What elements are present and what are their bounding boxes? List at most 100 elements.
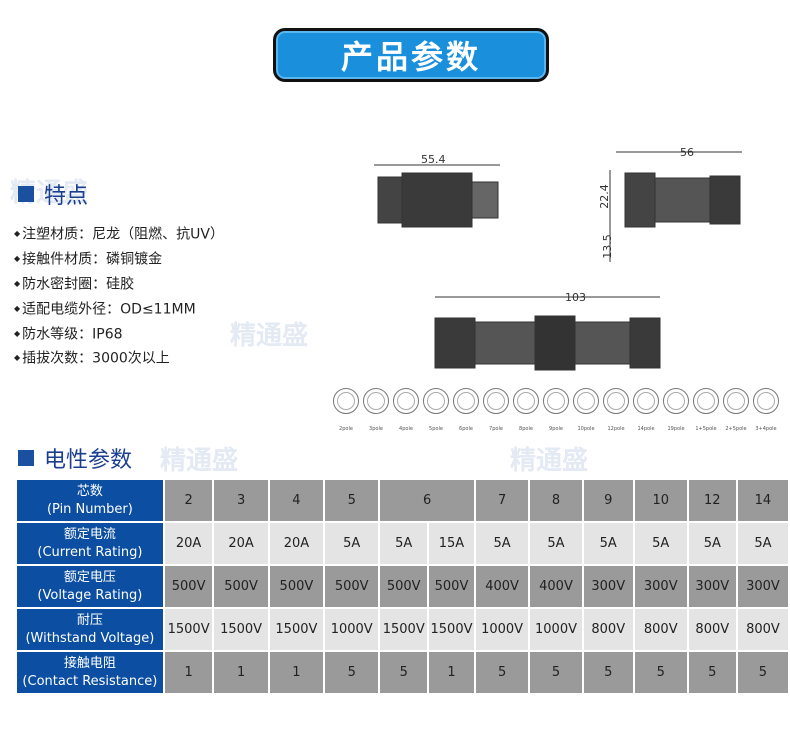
table-cell: 300V	[581, 564, 635, 609]
pin-layout-label: 4pole	[399, 426, 413, 432]
connector-drawings	[374, 151, 742, 371]
pin-layout: 3+4pole	[752, 388, 780, 432]
pin-face-icon	[753, 388, 779, 414]
pin-layout-label: 3pole	[369, 426, 383, 432]
dim-total-length: 103	[565, 291, 586, 304]
pin-layout: 5pole	[422, 388, 450, 432]
pin-face-icon	[423, 388, 449, 414]
watermark: 精通盛	[230, 321, 309, 351]
pin-layout: 19pole	[662, 388, 690, 432]
table-cell: 8	[528, 478, 584, 523]
table-cell: 4	[267, 478, 326, 523]
pin-layout-label: 10pole	[577, 426, 595, 432]
table-cell: 5A	[686, 521, 738, 566]
row-label-cn: 额定电流	[63, 526, 116, 542]
pin-face-icon	[663, 388, 689, 414]
feature-item: 适配电缆外径：OD≤11MM	[14, 297, 224, 322]
pin-face-icon	[453, 388, 479, 414]
pin-face-icon	[633, 388, 659, 414]
table-cell: 500V	[267, 564, 326, 609]
row-label-en: (Pin Number)	[46, 501, 133, 517]
pin-layout: 2+5pole	[722, 388, 750, 432]
pin-layout-label: 3+4pole	[755, 426, 777, 432]
table-cell: 800V	[735, 607, 790, 652]
row-label-en: (Current Rating)	[37, 544, 143, 560]
pin-layout: 6pole	[452, 388, 480, 432]
row-label-en: (Contact Resistance)	[22, 673, 158, 689]
table-cell: 5	[735, 650, 790, 695]
square-bullet-icon	[18, 450, 34, 466]
table-cell: 1	[212, 650, 270, 695]
table-cell: 5	[323, 650, 381, 695]
pin-layout-label: 9pole	[549, 426, 563, 432]
table-cell: 5A	[323, 521, 381, 566]
table-cell: 300V	[735, 564, 790, 609]
pin-layout-label: 14pole	[637, 426, 655, 432]
table-cell: 5	[378, 650, 430, 695]
pin-face-icon	[363, 388, 389, 414]
pin-layout: 9pole	[542, 388, 570, 432]
table-cell: 1	[427, 650, 476, 695]
table-cell: 5	[686, 650, 738, 695]
table-cell: 3	[212, 478, 270, 523]
table-cell: 5	[473, 650, 531, 695]
row-label-cn: 接触电阻	[63, 655, 116, 671]
row-label-cn: 额定电压	[63, 569, 116, 585]
pin-layout: 8pole	[512, 388, 540, 432]
features-list: 注塑材质：尼龙（阻燃、抗UV） 接触件材质：磷铜镀金 防水密封圈：硅胶 适配电缆…	[14, 222, 224, 371]
table-cell: 2	[162, 478, 215, 523]
table-cell: 300V	[686, 564, 738, 609]
pin-layout-label: 2pole	[339, 426, 353, 432]
feature-item: 防水密封圈：硅胶	[14, 272, 224, 297]
pin-face-icon	[543, 388, 569, 414]
table-cell: 800V	[581, 607, 635, 652]
title-banner: 产品参数	[273, 28, 549, 82]
row-header: 耐压(Withstand Voltage)	[15, 607, 165, 652]
table-cell: 20A	[267, 521, 326, 566]
table-cell: 1	[162, 650, 215, 695]
dim-diameter: 22.4	[597, 184, 611, 209]
table-cell: 500V	[378, 564, 430, 609]
table-cell: 10	[632, 478, 689, 523]
table-cell: 1	[267, 650, 326, 695]
features-title: 特点	[44, 184, 89, 209]
spec-heading: 电性参数	[18, 442, 132, 474]
features-heading: 特点	[18, 178, 88, 210]
row-header: 额定电流 (Current Rating)	[15, 521, 165, 566]
pin-layout-label: 19pole	[667, 426, 685, 432]
pin-layout: 14pole	[632, 388, 660, 432]
pin-layout-label: 5pole	[429, 426, 443, 432]
table-cell: 5A	[632, 521, 689, 566]
pin-layout: 2pole	[332, 388, 360, 432]
pin-face-icon	[393, 388, 419, 414]
pin-layout-label: 6pole	[459, 426, 473, 432]
feature-item: 防水等级：IP68	[14, 322, 224, 347]
table-cell: 400V	[528, 564, 584, 609]
row-label-en: (Voltage Rating)	[37, 587, 143, 603]
table-cell: 5	[528, 650, 584, 695]
pin-layout: 7pole	[482, 388, 510, 432]
pin-face-icon	[723, 388, 749, 414]
row-label-en: (Withstand Voltage)	[25, 630, 155, 646]
table-cell: 6	[378, 478, 476, 523]
feature-item: 插拔次数：3000次以上	[14, 346, 224, 371]
table-cell: 800V	[686, 607, 738, 652]
table-cell: 1500V	[378, 607, 430, 652]
pin-layout: 4pole	[392, 388, 420, 432]
table-cell: 5A	[378, 521, 430, 566]
pin-layouts: 2pole 3pole 4pole 5pole 6pole 7pole 8pole 9pole…	[332, 388, 780, 432]
table-cell: 5	[632, 650, 689, 695]
table-cell: 5A	[528, 521, 584, 566]
feature-item: 注塑材质：尼龙（阻燃、抗UV）	[14, 222, 224, 247]
table-cell: 1500V	[212, 607, 270, 652]
table-cell: 500V	[212, 564, 270, 609]
pin-layout: 12pole	[602, 388, 630, 432]
table-cell: 9	[581, 478, 635, 523]
pin-face-icon	[573, 388, 599, 414]
pin-layout-label: 7pole	[489, 426, 503, 432]
row-header: 额定电压 (Voltage Rating)	[15, 564, 165, 609]
